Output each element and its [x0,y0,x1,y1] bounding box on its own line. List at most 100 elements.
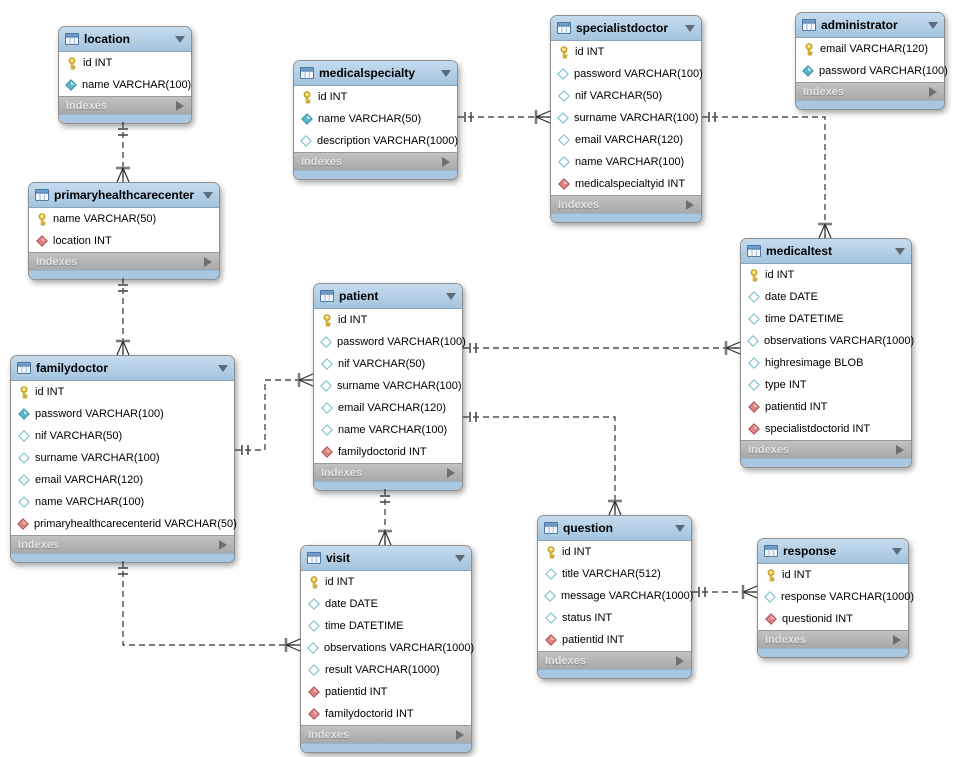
relationship-primaryhealthcarecenter-familydoctor[interactable] [116,278,130,356]
column-row[interactable]: id INT [758,564,908,586]
column-row[interactable]: patientid INT [301,681,471,703]
collapse-arrow-icon[interactable] [685,24,695,32]
indexes-row[interactable]: Indexes [796,82,944,100]
indexes-row[interactable]: Indexes [314,463,462,481]
column-row[interactable]: status INT [538,607,691,629]
expand-arrow-icon[interactable] [676,655,684,666]
column-row[interactable]: surname VARCHAR(100) [551,107,701,129]
column-row[interactable]: id INT [741,264,911,286]
column-row[interactable]: type INT [741,374,911,396]
expand-arrow-icon[interactable] [456,729,464,740]
column-row[interactable]: familydoctorid INT [301,703,471,725]
relationship-patient-visit[interactable] [378,489,392,546]
indexes-row[interactable]: Indexes [741,440,911,458]
column-row[interactable]: email VARCHAR(120) [11,469,234,491]
collapse-arrow-icon[interactable] [446,292,456,300]
column-row[interactable]: name VARCHAR(50) [29,208,219,230]
column-row[interactable]: id INT [294,86,457,108]
expand-arrow-icon[interactable] [893,634,901,645]
column-row[interactable]: date DATE [301,593,471,615]
column-row[interactable]: name VARCHAR(100) [11,491,234,513]
relationship-patient-medicaltest[interactable] [463,341,741,355]
column-row[interactable]: name VARCHAR(100) [551,151,701,173]
column-row[interactable]: patientid INT [538,629,691,651]
indexes-row[interactable]: Indexes [294,152,457,170]
collapse-arrow-icon[interactable] [203,191,213,199]
collapse-arrow-icon[interactable] [895,247,905,255]
column-row[interactable]: title VARCHAR(512) [538,563,691,585]
column-row[interactable]: nif VARCHAR(50) [11,425,234,447]
column-row[interactable]: id INT [59,52,191,74]
collapse-arrow-icon[interactable] [175,35,185,43]
expand-arrow-icon[interactable] [686,199,694,210]
column-row[interactable]: password VARCHAR(100) [796,60,948,82]
column-row[interactable]: observations VARCHAR(1000) [301,637,474,659]
indexes-row[interactable]: Indexes [59,96,191,114]
table-header[interactable]: location [59,27,191,52]
column-row[interactable]: medicalspecialtyid INT [551,173,701,195]
relationship-familydoctor-visit[interactable] [118,561,301,652]
expand-arrow-icon[interactable] [204,256,212,267]
expand-arrow-icon[interactable] [176,100,184,111]
column-row[interactable]: date DATE [741,286,911,308]
collapse-arrow-icon[interactable] [441,69,451,77]
column-row[interactable]: location INT [29,230,219,252]
expand-arrow-icon[interactable] [447,467,455,478]
table-header[interactable]: primaryhealthcarecenter [29,183,219,208]
expand-arrow-icon[interactable] [219,539,227,550]
column-row[interactable]: response VARCHAR(1000) [758,586,914,608]
column-row[interactable]: nif VARCHAR(50) [551,85,701,107]
collapse-arrow-icon[interactable] [892,547,902,555]
column-row[interactable]: email VARCHAR(120) [796,38,944,60]
column-row[interactable]: email VARCHAR(120) [314,397,462,419]
column-row[interactable]: password VARCHAR(100) [11,403,234,425]
column-row[interactable]: specialistdoctorid INT [741,418,911,440]
indexes-row[interactable]: Indexes [11,535,234,553]
column-row[interactable]: observations VARCHAR(1000) [741,330,914,352]
table-header[interactable]: administrator [796,13,944,38]
column-row[interactable]: name VARCHAR(100) [59,74,191,96]
relationship-familydoctor-patient[interactable] [235,373,314,455]
expand-arrow-icon[interactable] [929,86,937,97]
table-header[interactable]: specialistdoctor [551,16,701,41]
column-row[interactable]: password VARCHAR(100) [314,331,466,353]
column-row[interactable]: description VARCHAR(1000) [294,130,458,152]
indexes-row[interactable]: Indexes [551,195,701,213]
column-row[interactable]: surname VARCHAR(100) [314,375,462,397]
column-row[interactable]: name VARCHAR(50) [294,108,457,130]
column-row[interactable]: nif VARCHAR(50) [314,353,462,375]
expand-arrow-icon[interactable] [896,444,904,455]
column-row[interactable]: name VARCHAR(100) [314,419,462,441]
indexes-row[interactable]: Indexes [29,252,219,270]
relationship-location-primaryhealthcarecenter[interactable] [116,122,130,183]
collapse-arrow-icon[interactable] [455,554,465,562]
column-row[interactable]: surname VARCHAR(100) [11,447,234,469]
table-header[interactable]: medicalspecialty [294,61,457,86]
column-row[interactable]: id INT [551,41,701,63]
column-row[interactable]: email VARCHAR(120) [551,129,701,151]
relationship-question-response[interactable] [692,585,758,599]
table-header[interactable]: familydoctor [11,356,234,381]
collapse-arrow-icon[interactable] [218,364,228,372]
indexes-row[interactable]: Indexes [301,725,471,743]
table-header[interactable]: visit [301,546,471,571]
column-row[interactable]: id INT [314,309,462,331]
column-row[interactable]: id INT [538,541,691,563]
column-row[interactable]: message VARCHAR(1000) [538,585,693,607]
column-row[interactable]: id INT [301,571,471,593]
column-row[interactable]: id INT [11,381,234,403]
relationship-specialistdoctor-medicaltest[interactable] [702,112,832,239]
relationship-medicalspecialty-specialistdoctor[interactable] [458,110,551,124]
table-header[interactable]: medicaltest [741,239,911,264]
expand-arrow-icon[interactable] [442,156,450,167]
